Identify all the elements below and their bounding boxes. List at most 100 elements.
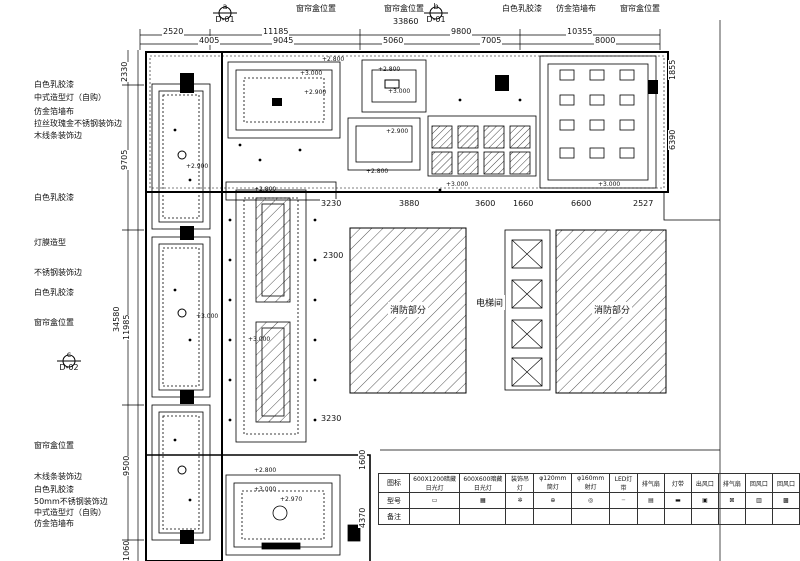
legend-table: 图标 600X1200暗藏日光灯 600X600暗藏日光灯 装饰吊灯 φ120m… bbox=[378, 473, 800, 525]
dim-mid-6: 2527 bbox=[632, 199, 655, 208]
legend-row-notes: 备注 bbox=[378, 508, 800, 525]
left-label-9: 白色乳胶漆 bbox=[34, 288, 74, 297]
left-label-15: 中式造型灯（自购） bbox=[34, 508, 106, 517]
top-grid-lights bbox=[431, 125, 531, 175]
elevation-tag: +2.900 bbox=[186, 163, 209, 170]
section-marker-b-ref: D-01 bbox=[426, 15, 446, 24]
left-label-14: 50mm不锈钢装饰边 bbox=[34, 497, 108, 506]
dim-top2-1: 4005 bbox=[198, 36, 221, 45]
legend-col: 装饰吊灯 bbox=[505, 473, 535, 493]
legend-col: 排气扇 bbox=[636, 473, 665, 493]
elevation-tag: +2.800 bbox=[322, 56, 345, 63]
dim-top-3: 33860 bbox=[392, 17, 420, 26]
downlights bbox=[173, 98, 522, 502]
legend-note-cell bbox=[571, 508, 611, 525]
section-marker-a-ref: D-01 bbox=[215, 15, 235, 24]
dim-mid-5: 6600 bbox=[570, 199, 593, 208]
dim-mid-2: 3880 bbox=[398, 199, 421, 208]
elevation-tag: +2.800 bbox=[378, 66, 401, 73]
room-fire-right: 消防部分 bbox=[592, 302, 633, 317]
section-marker-c-label: c bbox=[66, 350, 72, 359]
legend-symbol-icon: ▭ bbox=[408, 492, 461, 509]
legend-row-icons: 图标 600X1200暗藏日光灯 600X600暗藏日光灯 装饰吊灯 φ120m… bbox=[378, 473, 800, 493]
legend-symbol-icon: ▩ bbox=[771, 492, 800, 509]
left-label-7: 灯膜造型 bbox=[34, 238, 66, 247]
section-marker-b-label: b bbox=[433, 2, 439, 11]
top-black-fixtures bbox=[272, 75, 658, 106]
left-label-13: 白色乳胶漆 bbox=[34, 485, 74, 494]
legend-symbol-icon: ▥ bbox=[744, 492, 773, 509]
dim-left-2: 9705 bbox=[120, 149, 129, 170]
elevation-tag: +3.000 bbox=[196, 313, 219, 320]
dim-mid-3: 3600 bbox=[474, 199, 497, 208]
dim-top2-4: 7005 bbox=[480, 36, 503, 45]
left-label-10: 窗帘盒位置 bbox=[34, 318, 74, 327]
legend-col: 600X1200暗藏日光灯 bbox=[408, 473, 461, 493]
section-marker-c-ref: D-02 bbox=[59, 363, 79, 372]
dim-bottom-2: 4370 bbox=[358, 507, 367, 528]
left-label-4: 拉丝玫瑰金不锈钢装饰边 bbox=[34, 119, 122, 128]
legend-symbol-icon: ▬ bbox=[663, 492, 692, 509]
dim-corridor-bottom: 3230 bbox=[320, 414, 343, 423]
left-wing-lamps bbox=[177, 73, 194, 544]
left-dimension-lines bbox=[122, 50, 144, 561]
dim-top-5: 10355 bbox=[566, 27, 594, 36]
dim-left-4: 11985 bbox=[122, 314, 131, 340]
legend-note-cell bbox=[717, 508, 746, 525]
legend-note-cell bbox=[663, 508, 692, 525]
elevation-tag: +3.000 bbox=[388, 88, 411, 95]
legend-note-cell bbox=[533, 508, 573, 525]
dim-top-2: 11185 bbox=[262, 27, 290, 36]
top-label-curtain-box-2: 窗帘盒位置 bbox=[384, 4, 424, 13]
dim-bottom-1: 1600 bbox=[358, 449, 367, 470]
left-label-1: 白色乳胶漆 bbox=[34, 80, 74, 89]
legend-symbol-icon: ⊕ bbox=[533, 492, 573, 509]
legend-col: LED灯带 bbox=[609, 473, 638, 493]
section-marker-a-label: a bbox=[222, 2, 228, 11]
legend-note-cell bbox=[744, 508, 773, 525]
bottom-room-panels bbox=[225, 474, 361, 556]
top-label-gold-foil: 仿金箔墙布 bbox=[556, 4, 596, 13]
left-label-16: 仿金箔墙布 bbox=[34, 519, 74, 528]
dim-right-1: 1855 bbox=[668, 59, 677, 80]
outer-walls bbox=[145, 51, 720, 561]
dim-left-5: 9500 bbox=[122, 455, 131, 476]
legend-note-cell bbox=[459, 508, 507, 525]
left-label-11: 窗帘盒位置 bbox=[34, 441, 74, 450]
legend-note-cell bbox=[771, 508, 800, 525]
room-fire-left: 消防部分 bbox=[388, 302, 429, 317]
elevation-tag: +2.900 bbox=[304, 89, 327, 96]
legend-note-cell bbox=[609, 508, 638, 525]
left-label-3: 仿金箔墙布 bbox=[34, 107, 74, 116]
legend-col: φ160mm射灯 bbox=[571, 473, 611, 493]
elevation-tag: +3.000 bbox=[300, 70, 323, 77]
legend-symbol-icon: ▦ bbox=[459, 492, 507, 509]
top-label-curtain-box-3: 窗帘盒位置 bbox=[620, 4, 660, 13]
legend-note-cell bbox=[505, 508, 535, 525]
dim-right-2: 6390 bbox=[668, 129, 677, 150]
legend-row-label: 型号 bbox=[378, 492, 410, 509]
left-label-8: 不锈钢装饰边 bbox=[34, 268, 82, 277]
right-room-fixtures bbox=[559, 69, 635, 159]
dim-top-1: 2520 bbox=[162, 27, 185, 36]
legend-row-label: 图标 bbox=[378, 473, 410, 493]
elevation-tag: +2.800 bbox=[254, 467, 277, 474]
legend-symbol-icon: ▤ bbox=[636, 492, 665, 509]
dim-top2-2: 9045 bbox=[272, 36, 295, 45]
legend-row-symbols: 型号 ▭ ▦ ✲ ⊕ ◎ ┈ ▤ ▬ ▣ ⊠ ▥ ▩ bbox=[378, 492, 800, 509]
dim-left-3: 34580 bbox=[112, 306, 121, 332]
left-label-2: 中式造型灯（自购） bbox=[34, 93, 106, 102]
legend-col: 回风口 bbox=[744, 473, 773, 493]
legend-symbol-icon: ◎ bbox=[571, 492, 611, 509]
dim-left-1: 2330 bbox=[120, 61, 129, 82]
legend-note-cell bbox=[636, 508, 665, 525]
legend-note-cell bbox=[408, 508, 461, 525]
dim-mid-1: 3230 bbox=[320, 199, 343, 208]
dim-left-6: 1060 bbox=[122, 540, 131, 561]
dim-corridor-width: 2300 bbox=[322, 251, 345, 260]
legend-col: φ120mm筒灯 bbox=[533, 473, 573, 493]
elevation-tag: +2.800 bbox=[366, 168, 389, 175]
dim-top2-5: 8000 bbox=[594, 36, 617, 45]
dim-mid-4: 1660 bbox=[512, 199, 535, 208]
